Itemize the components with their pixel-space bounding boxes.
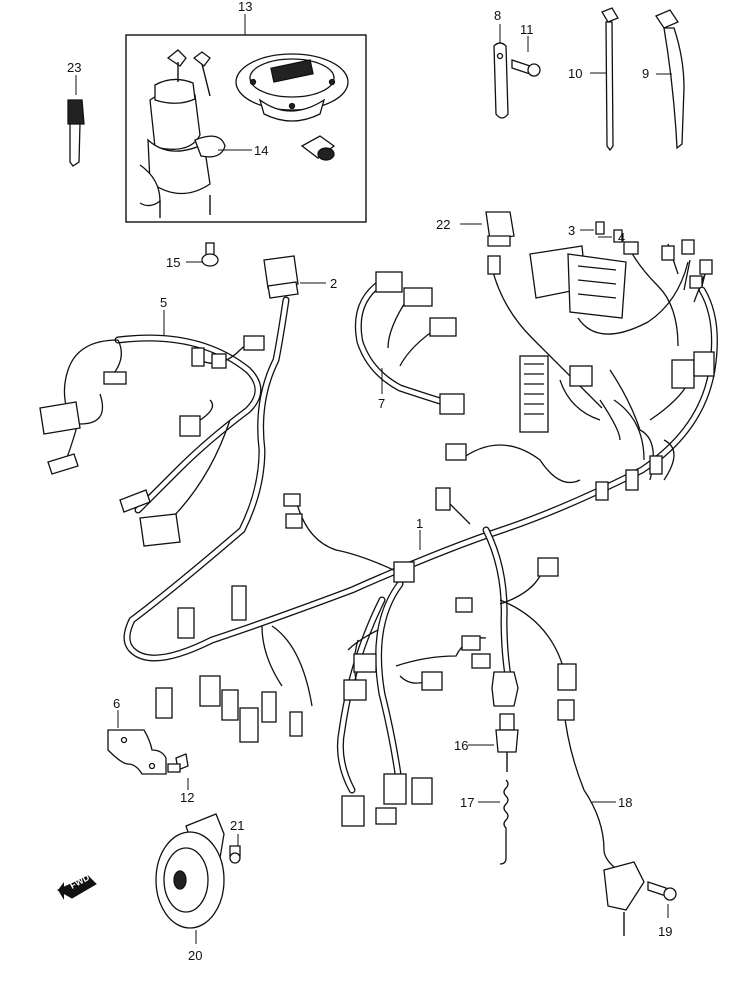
callout-19: 19: [658, 924, 672, 939]
callout-3: 3: [568, 223, 575, 238]
bolt-19: [647, 881, 677, 918]
clamp-10: [590, 7, 619, 152]
callout-18: 18: [618, 795, 632, 810]
switch-16: [468, 713, 519, 772]
callout-1: 1: [416, 516, 423, 531]
callout-20: 20: [188, 948, 202, 963]
callout-9: 9: [642, 66, 649, 81]
callout-8: 8: [494, 8, 501, 23]
screw-15: [186, 242, 219, 267]
relay-22: [460, 211, 515, 247]
callout-13: 13: [238, 0, 252, 14]
callout-21: 21: [230, 818, 244, 833]
fuel-cap-lock: [235, 53, 349, 122]
callout-16: 16: [454, 738, 468, 753]
ignition-switch: [139, 49, 226, 218]
callout-15: 15: [166, 255, 180, 270]
bracket-8: [493, 24, 509, 119]
side-stand-switch-18: [557, 699, 645, 936]
sub-harness-7: [354, 271, 465, 415]
callout-22: 22: [436, 217, 450, 232]
callout-2: 2: [330, 276, 337, 291]
callout-4: 4: [618, 230, 625, 245]
callout-10: 10: [568, 66, 582, 81]
fuse-4: [598, 229, 623, 243]
bolt-12: [167, 753, 189, 790]
horn-20: [155, 813, 225, 944]
fuse-box: [487, 239, 713, 409]
forward-direction-arrow: FWD: [56, 872, 97, 900]
bracket-6: [107, 710, 167, 775]
key-blank: [67, 75, 85, 167]
bolt-11: [511, 36, 541, 77]
callout-6: 6: [113, 696, 120, 711]
bolt-21: [229, 834, 241, 864]
ignition-switch-set-group: [125, 14, 367, 223]
sub-harness-5: [39, 310, 265, 547]
callout-12: 12: [180, 790, 194, 805]
callout-labels: 13 23 14 15 8 11 10 9 22 3 4 2 5 7 1 6 1…: [67, 0, 672, 963]
connector: [445, 443, 467, 461]
main-connector-2: [263, 255, 326, 299]
fuse-3: [580, 221, 605, 235]
callout-17: 17: [460, 795, 474, 810]
main-wiring-harness: [123, 286, 718, 827]
callout-14: 14: [254, 143, 268, 158]
spring-17: [478, 779, 509, 865]
callout-7: 7: [378, 396, 385, 411]
callout-11: 11: [520, 22, 534, 37]
seat-lock-cylinder: [300, 135, 336, 161]
clamp-9: [655, 9, 685, 150]
callout-5: 5: [160, 295, 167, 310]
part-13-frame: [125, 34, 367, 223]
callout-23: 23: [67, 60, 81, 75]
